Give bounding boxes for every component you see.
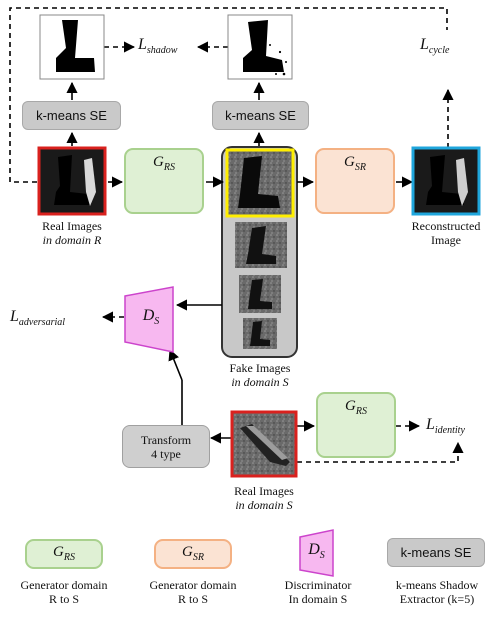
caption-reconstructed: Reconstructed Image [411,219,481,247]
legend-kmeans-se: k-means SE [387,538,485,567]
legend-se-text: k-means Shadow Extractor (k=5) [395,578,479,606]
loss-adversarial: Ladversarial [10,308,66,329]
loss-identity: Lidentity [426,416,465,437]
legend-generator-rs: GRS [25,539,103,569]
loss-shadow: Lshadow [138,36,178,57]
generator-rs-bottom: GRS [316,392,396,458]
kmeans-se-right: k-means SE [212,101,309,130]
loss-cycle: Lcycle [420,36,450,57]
legend-gen-rs-text: Generator domain R to S [20,578,108,606]
legend-discriminator-shape [299,529,334,577]
transform-box: Transform 4 type [122,425,210,468]
cycle-path [9,7,448,183]
caption-fake-s: Fake Images in domain S [229,361,291,389]
legend-discriminator-label: DS [308,541,325,562]
legend-disc-text: Discriminator In domain S [284,578,352,606]
reals-identity-path [297,441,464,463]
caption-real-s: Real Images in domain S [234,484,294,512]
discriminator-shape [124,286,174,353]
caption-real-r: Real Images in domain R [42,219,102,247]
generator-rs-top: GRS [124,148,204,214]
discriminator-label: DS [142,307,160,328]
generator-sr: GSR [315,148,395,214]
legend-generator-sr: GSR [154,539,232,569]
transform-to-disc-arrow [168,348,183,381]
kmeans-se-left: k-means SE [22,101,121,130]
legend-gen-sr-text: Generator domain R to S [149,578,237,606]
